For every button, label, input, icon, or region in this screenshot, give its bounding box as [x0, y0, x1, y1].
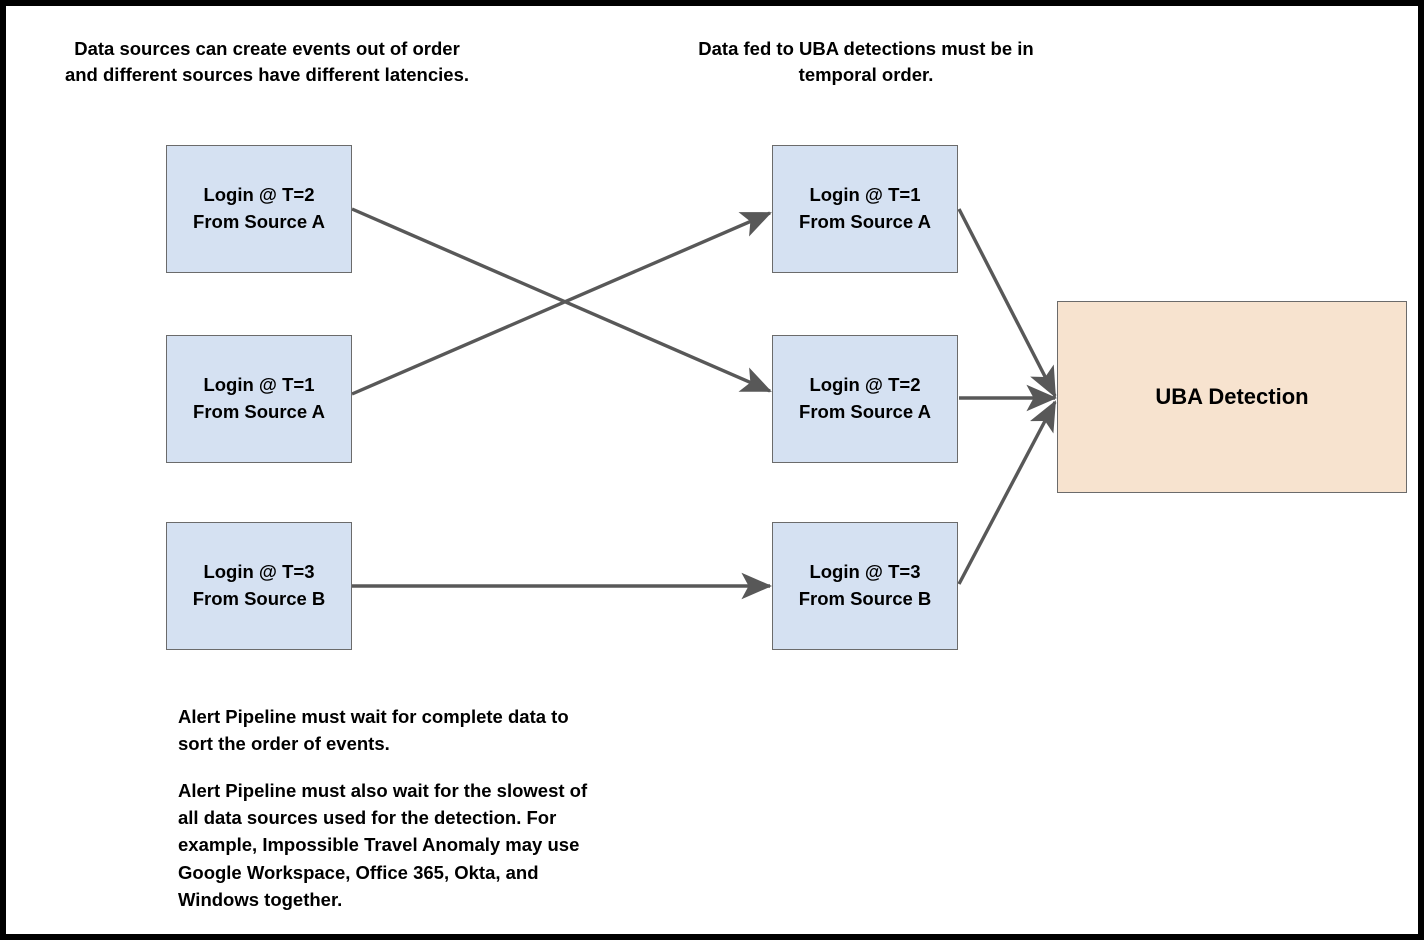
node-source-login-t3-source-b[interactable]: Login @ T=3 From Source B [166, 522, 352, 650]
node-source-login-t2-source-a[interactable]: Login @ T=2 From Source A [166, 145, 352, 273]
note-wait-for-slowest-source: Alert Pipeline must also wait for the sl… [178, 780, 588, 910]
edge-src-t1-a-to-ord-t1-a [351, 211, 772, 396]
node-ordered-login-t3-source-b[interactable]: Login @ T=3 From Source B [772, 522, 958, 650]
edge-ord-t1-a-to-uba-detection [957, 208, 1057, 398]
node-uba-detection[interactable]: UBA Detection [1057, 301, 1407, 493]
edge-ord-t3-b-to-uba-detection [957, 400, 1057, 585]
node-ordered-login-t2-source-a[interactable]: Login @ T=2 From Source A [772, 335, 958, 463]
caption-temporal-order: Data fed to UBA detections must be in te… [698, 38, 1034, 86]
node-ordered-login-t1-source-a[interactable]: Login @ T=1 From Source A [772, 145, 958, 273]
caption-data-sources-out-of-order: Data sources can create events out of or… [64, 38, 470, 86]
note-wait-for-complete-data: Alert Pipeline must wait for complete da… [178, 706, 569, 755]
node-source-login-t1-source-a[interactable]: Login @ T=1 From Source A [166, 335, 352, 463]
edge-src-t2-a-to-ord-t2-a [351, 207, 772, 393]
